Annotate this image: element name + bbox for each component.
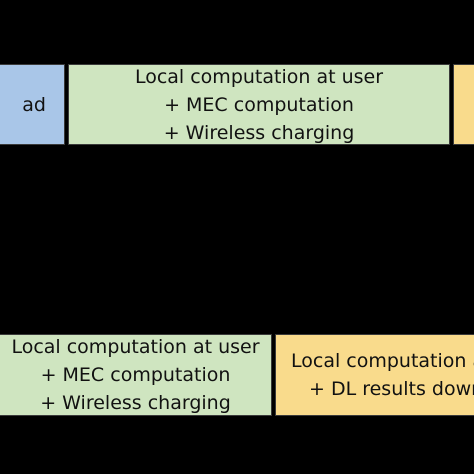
green-bottom-line-2: + MEC computation <box>40 364 231 386</box>
blue-offload-box: ad <box>0 64 65 145</box>
blue-box-line-1: ad <box>22 93 46 116</box>
green-bottom-line-1: Local computation at user <box>11 336 260 358</box>
green-top-line-3: + Wireless charging <box>163 121 355 144</box>
yellow-box-top <box>453 64 474 145</box>
yellow-download-box-bottom: Local computation a + DL results down <box>275 334 474 416</box>
green-top-line-2: + MEC computation <box>164 93 354 116</box>
yellow-bottom-line-1: Local computation a <box>291 350 474 372</box>
green-bottom-line-3: + Wireless charging <box>40 392 231 414</box>
yellow-bottom-line-2: + DL results down <box>309 378 474 400</box>
green-computation-box-top: Local computation at user + MEC computat… <box>68 64 450 145</box>
green-top-line-1: Local computation at user <box>134 65 384 88</box>
green-computation-box-bottom: Local computation at user + MEC computat… <box>0 334 272 416</box>
